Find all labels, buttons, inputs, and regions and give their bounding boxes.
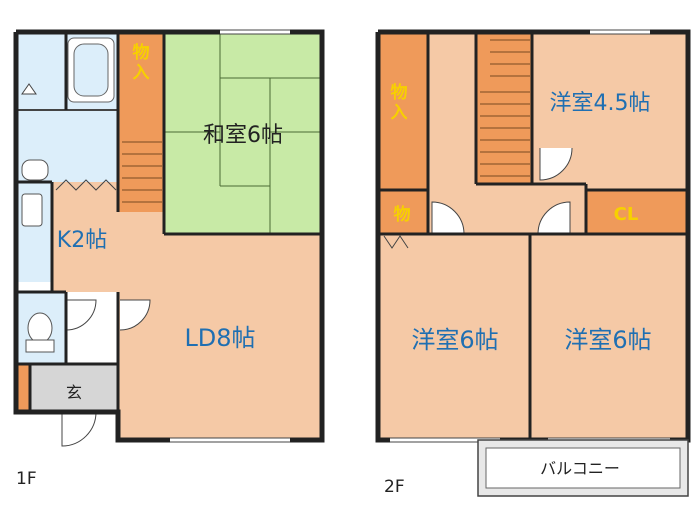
floor-2-label: 2F <box>384 477 405 497</box>
room-right-door <box>537 201 571 235</box>
room-right-label: 洋室6帖 <box>564 326 651 354</box>
storage-large-2f <box>378 32 428 190</box>
washitsu-label: 和室6帖 <box>203 123 283 148</box>
shoe-storage <box>16 364 30 412</box>
entrance-floor <box>30 364 118 412</box>
entrance-label: 玄 <box>66 383 82 402</box>
storage-1f-label: 物入 <box>133 42 150 83</box>
room-left-label: 洋室6帖 <box>411 326 498 354</box>
storage-large-label: 物入 <box>391 82 408 123</box>
front-door <box>61 411 97 447</box>
kitchen-label: K2帖 <box>57 228 107 253</box>
floor-1-label: 1F <box>16 469 37 489</box>
storage-small-label: 物 <box>394 204 411 225</box>
living-label: LD8帖 <box>184 324 255 352</box>
room-45-label: 洋室4.5帖 <box>550 91 651 116</box>
storage-1f <box>118 32 164 130</box>
washitsu-room <box>164 32 322 234</box>
washbasin-icon <box>21 159 49 181</box>
stairs-2f <box>476 32 532 184</box>
sink-icon <box>21 193 43 227</box>
room-left-door <box>431 201 465 235</box>
toilet-door <box>65 299 97 331</box>
room-45-door <box>539 147 573 181</box>
balcony-label: バルコニー <box>540 459 620 478</box>
toilet-icon <box>27 312 53 344</box>
ld-door <box>119 299 151 331</box>
closet-label: CL <box>614 204 639 225</box>
storage-small-2f <box>378 190 428 234</box>
floor-1-plan: 物入 和室6帖 K2帖 LD8帖 玄 1F <box>13 29 325 489</box>
stairs-1f <box>118 130 164 212</box>
closet-2f <box>586 190 688 234</box>
floor-2-plan: 物入 物 洋室4.5帖 CL 洋室6帖 洋室6帖 バルコニー 2F <box>375 29 691 497</box>
